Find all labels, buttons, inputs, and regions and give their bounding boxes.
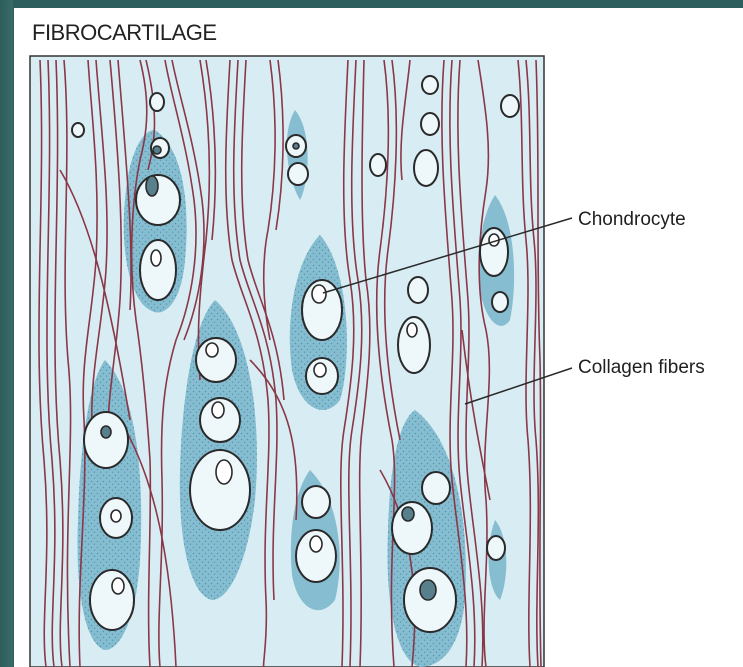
label-chondrocyte: Chondrocyte: [578, 209, 686, 231]
label-collagen-fibers: Collagen fibers: [578, 357, 705, 379]
